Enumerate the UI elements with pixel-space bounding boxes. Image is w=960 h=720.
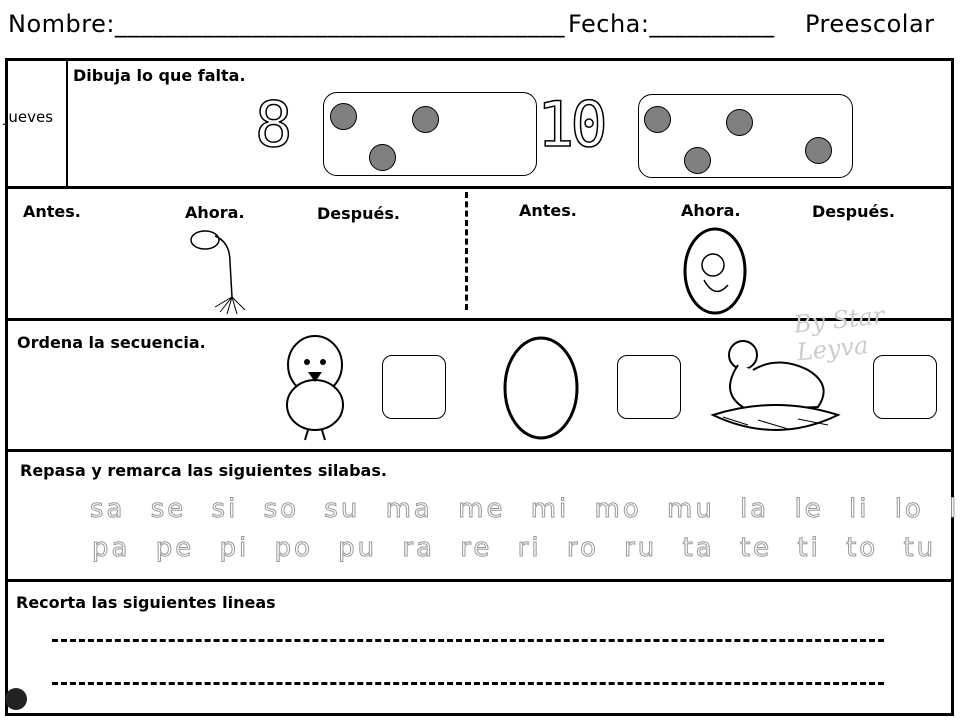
- divider: [5, 579, 954, 582]
- divider: [5, 449, 954, 452]
- sprout-image: [190, 230, 246, 315]
- day-label: Jueves: [4, 108, 54, 126]
- dashed-divider: [465, 192, 468, 310]
- logo-badge: [5, 688, 27, 710]
- section1-instruction: Dibuja lo que falta.: [73, 66, 246, 85]
- dot: [369, 144, 396, 171]
- now-label-right: Ahora.: [681, 201, 741, 220]
- dot-box-2: [638, 94, 853, 178]
- divider: [5, 186, 954, 189]
- now-label-left: Ahora.: [185, 203, 245, 222]
- syllable-row-1: sa se si so su ma me mi mo mu la le li l…: [90, 494, 960, 525]
- worksheet-frame: [5, 58, 954, 716]
- cut-line-1: [52, 639, 884, 642]
- after-label-right: Después.: [812, 202, 895, 221]
- day-column-divider: [66, 58, 68, 188]
- before-label-left: Antes.: [23, 202, 81, 221]
- level-label: Preescolar: [805, 10, 935, 38]
- section4-instruction: Repasa y remarca las siguientes silabas.: [20, 461, 387, 480]
- section3-instruction: Ordena la secuencia.: [17, 333, 206, 352]
- dot: [805, 137, 832, 164]
- hen-on-nest-image: [710, 340, 841, 431]
- dot: [684, 147, 711, 174]
- syllable-row-2: pa pe pi po pu ra re ri ro ru ta te ti t…: [91, 533, 937, 564]
- before-label-right: Antes.: [519, 201, 577, 220]
- section5-instruction: Recorta las siguientes lineas: [16, 593, 276, 612]
- name-field-label: Nombre:_________________________________…: [8, 10, 565, 38]
- cut-line-2: [52, 682, 884, 685]
- divider: [5, 318, 954, 321]
- traced-number-10: 10: [536, 87, 608, 162]
- dot: [644, 106, 671, 133]
- hatching-chick-image: [683, 227, 747, 315]
- date-field-label: Fecha:__________: [568, 10, 775, 38]
- dot: [412, 106, 439, 133]
- answer-box-3[interactable]: [873, 355, 937, 419]
- egg-image: [503, 336, 579, 440]
- answer-box-2[interactable]: [617, 355, 681, 419]
- answer-box-1[interactable]: [382, 355, 446, 419]
- traced-number-8: 8: [254, 87, 293, 162]
- chick-image: [286, 335, 344, 441]
- after-label-left: Después.: [317, 204, 400, 223]
- dot-box-1: [323, 92, 537, 176]
- dot: [726, 109, 753, 136]
- dot: [330, 103, 357, 130]
